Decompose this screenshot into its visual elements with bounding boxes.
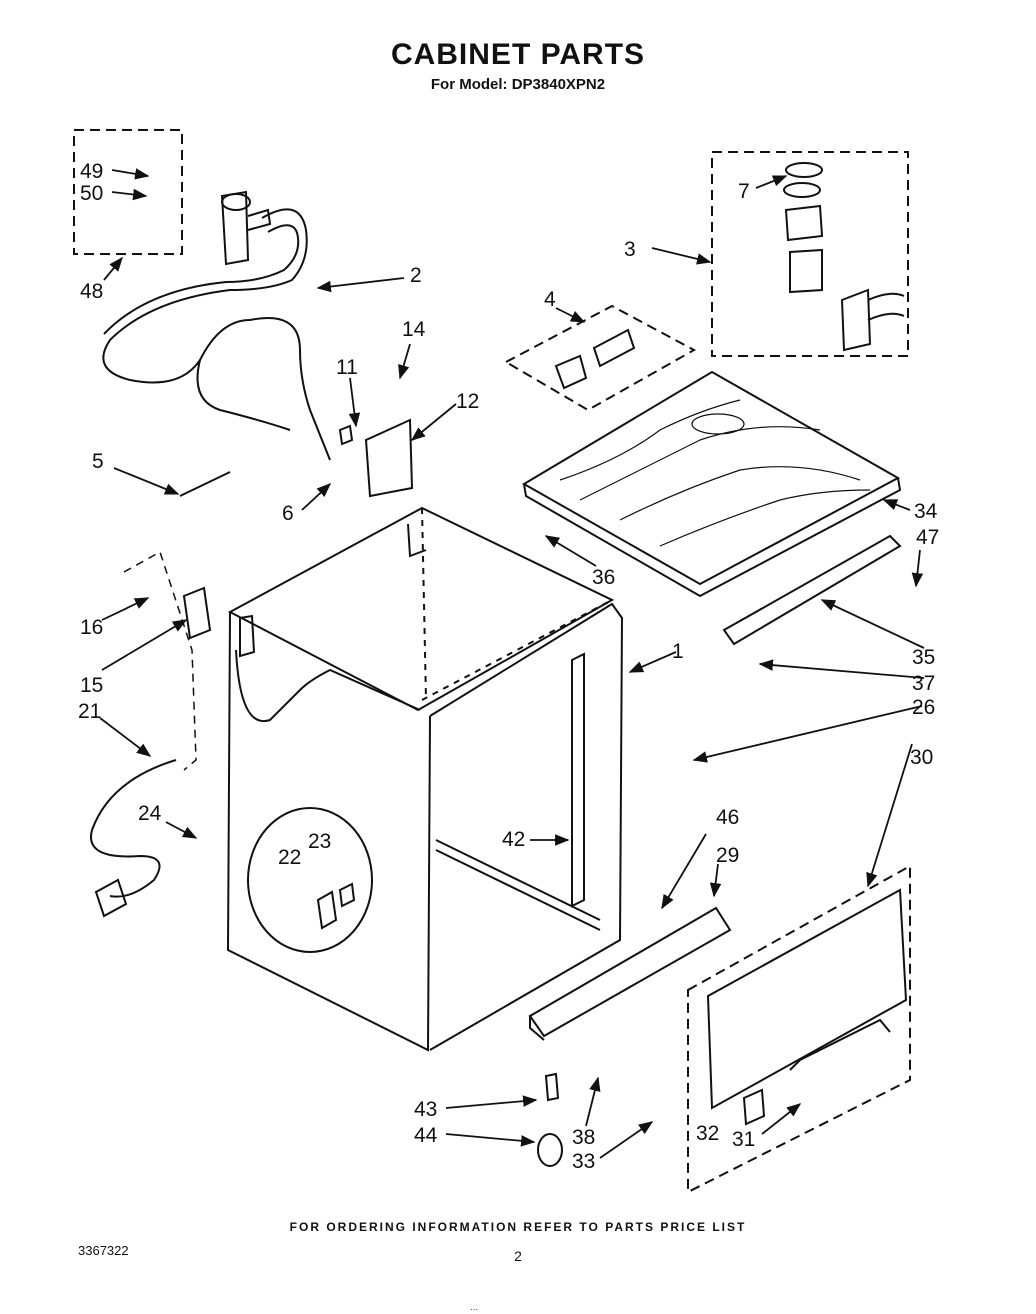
wire-tie [179, 471, 231, 497]
power-plug [94, 878, 128, 918]
callout-2: 2 [410, 264, 422, 287]
leader-46 [661, 833, 707, 910]
water-hose [102, 208, 331, 461]
leader-1 [628, 651, 677, 673]
leader-6 [301, 483, 332, 511]
callout-24: 24 [138, 802, 162, 825]
document-number: 3367322 [78, 1243, 129, 1258]
callout-23: 23 [308, 830, 331, 853]
callout-29: 29 [716, 844, 739, 867]
leader-16 [101, 597, 150, 621]
leader-12 [410, 403, 457, 441]
callout-5: 5 [92, 450, 104, 473]
leader-2 [316, 277, 405, 293]
leader-15 [101, 619, 188, 671]
valve-assembly [783, 162, 905, 352]
leader-7 [755, 175, 788, 189]
callout-44: 44 [414, 1124, 438, 1147]
callout-47: 47 [916, 526, 939, 549]
leader-44 [445, 1133, 536, 1147]
leader-36 [544, 535, 597, 567]
leader-14 [398, 343, 411, 380]
hinge-post [338, 424, 354, 446]
base-rail [528, 906, 732, 1038]
leveling-leg [544, 1072, 560, 1102]
page-title: CABINET PARTS [390, 38, 646, 71]
caster-wheel [537, 1133, 563, 1167]
filter-kit [554, 328, 636, 390]
callout-48: 48 [80, 280, 103, 303]
leader-29 [709, 863, 722, 898]
inlet-valve [220, 190, 272, 266]
top-mounting-rail [722, 534, 902, 646]
leader-21 [99, 717, 152, 757]
valve-assembly-box [711, 151, 909, 357]
cabinet-shell [226, 506, 624, 1052]
power-cord [90, 759, 177, 898]
leader-48 [103, 256, 123, 281]
leader-50 [111, 188, 148, 201]
cabinet-cutout-detail [247, 807, 373, 953]
callout-6: 6 [282, 502, 294, 525]
toe-panel-box [687, 864, 911, 1194]
callout-31: 31 [732, 1128, 755, 1151]
leader-35 [820, 599, 925, 649]
callout-36: 36 [592, 566, 615, 589]
cord-kit-box [123, 550, 197, 771]
callout-30: 30 [910, 746, 933, 769]
callout-21: 21 [78, 700, 101, 723]
model-subtitle: For Model: DP3840XPN2 [430, 76, 606, 93]
callout-32: 32 [696, 1122, 719, 1145]
inlet-valve-kit-box [73, 129, 183, 255]
leader-38 [585, 1076, 601, 1127]
callout-1: 1 [672, 640, 684, 663]
mounting-bracket [364, 418, 414, 498]
callout-11: 11 [336, 356, 358, 379]
leader-31 [761, 1103, 802, 1135]
callout-3: 3 [624, 238, 636, 261]
callout-14: 14 [402, 318, 426, 341]
bottom-fragment: ... [470, 1302, 479, 1313]
callout-49: 49 [80, 160, 103, 183]
callout-7: 7 [738, 180, 750, 203]
leader-30 [866, 743, 913, 888]
leader-4 [555, 307, 586, 323]
callout-46: 46 [716, 806, 739, 829]
wood-work-top [522, 370, 902, 598]
callout-4: 4 [544, 288, 556, 311]
leader-33 [599, 1121, 654, 1159]
ordering-note: FOR ORDERING INFORMATION REFER TO PARTS … [289, 1220, 747, 1234]
leader-5 [113, 467, 180, 495]
leader-49 [111, 168, 150, 180]
callout-16: 16 [80, 616, 103, 639]
callout-34: 34 [914, 500, 938, 523]
filter-kit-box [503, 304, 697, 412]
toe-panel [706, 888, 908, 1126]
callout-42: 42 [502, 828, 525, 851]
leader-11 [348, 377, 361, 428]
leader-26 [692, 705, 923, 763]
callout-38: 38 [572, 1126, 595, 1149]
leader-37 [758, 659, 925, 679]
callout-22: 22 [278, 846, 301, 869]
leader-3 [651, 247, 712, 265]
leader-47 [911, 549, 924, 588]
callout-33: 33 [572, 1150, 595, 1173]
callout-35: 35 [912, 646, 935, 669]
strain-relief [182, 586, 212, 640]
callout-50: 50 [80, 182, 103, 205]
page-number: 2 [514, 1248, 522, 1264]
callout-37: 37 [912, 672, 935, 695]
callout-15: 15 [80, 674, 103, 697]
callout-26: 26 [912, 696, 935, 719]
leader-24 [165, 821, 198, 839]
leader-34 [882, 499, 911, 511]
callout-12: 12 [456, 390, 479, 413]
leader-43 [445, 1095, 538, 1109]
callout-43: 43 [414, 1098, 437, 1121]
